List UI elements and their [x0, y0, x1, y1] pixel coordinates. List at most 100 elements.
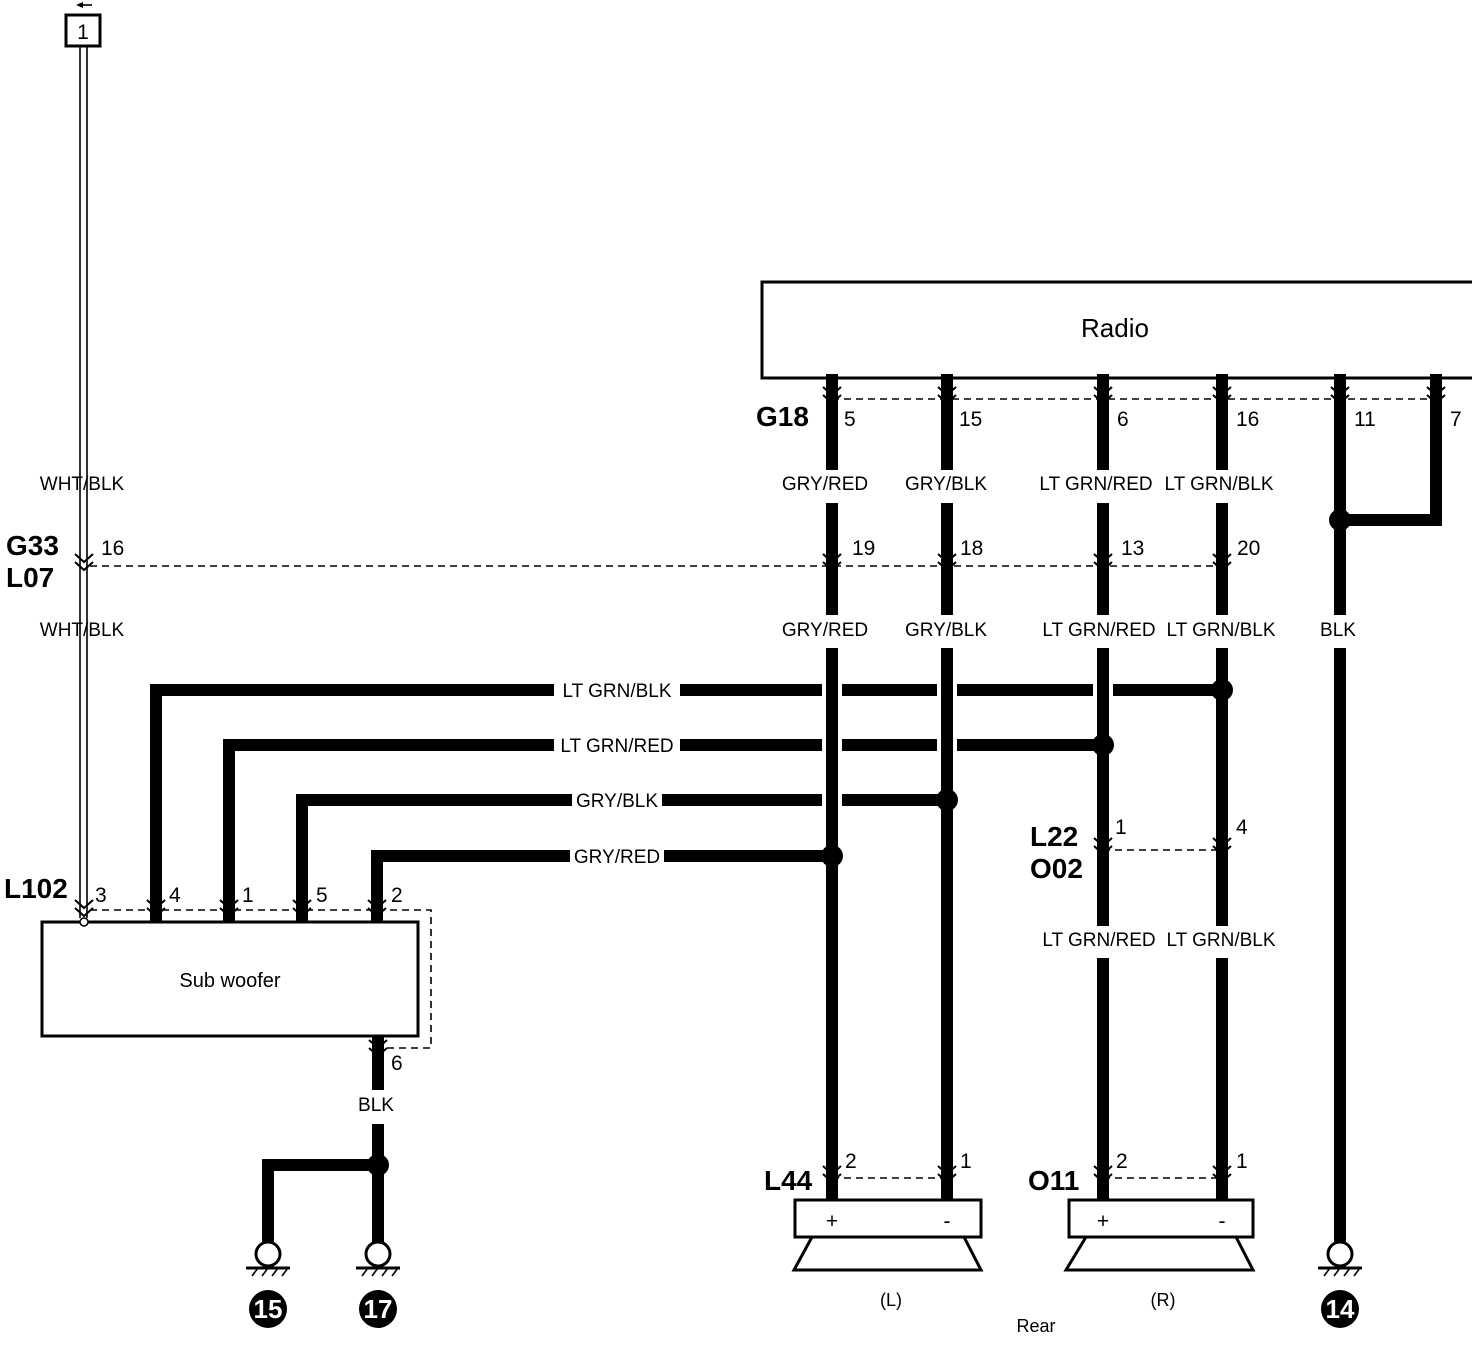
- pin-g33-18: 18: [960, 537, 983, 560]
- terminal-chevron: [146, 899, 166, 910]
- connector-o02: O02: [1030, 853, 1083, 884]
- ground-14-label: 14: [1326, 1294, 1355, 1324]
- pin-l22-1: 1: [1115, 816, 1127, 839]
- terminal-chevron: [937, 553, 957, 564]
- wire-label-wht-blk-top: WHT/BLK: [40, 474, 125, 495]
- terminal-chevron: [1212, 1173, 1232, 1184]
- sub-woofer-label: Sub woofer: [179, 970, 281, 992]
- terminal-chevron: [822, 561, 842, 572]
- wire-label-lt-grn-blk-1: LT GRN/BLK: [1164, 474, 1273, 495]
- wire-lt-grn-red-horizontal: [223, 734, 1114, 922]
- terminal-chevron: [74, 553, 94, 564]
- pin-g18-7: 7: [1450, 408, 1462, 431]
- terminal-chevron: [368, 1047, 388, 1058]
- pin-l102-1: 1: [242, 884, 254, 907]
- connector-terminals: [74, 386, 1446, 1184]
- pin-l44-1: 1: [960, 1150, 972, 1173]
- wire-lt-grn-blk-horizontal: [150, 679, 1233, 922]
- terminal-chevron: [219, 907, 239, 918]
- wire-label-gry-red-h: GRY/RED: [574, 847, 660, 868]
- wire-label-blk-radio: BLK: [1320, 620, 1356, 641]
- wire-gry-blk-horizontal: [296, 789, 958, 922]
- pin-g33-20: 20: [1237, 537, 1260, 560]
- terminal-chevron: [1330, 394, 1350, 405]
- right-speaker-minus: -: [1219, 1210, 1226, 1233]
- terminal-chevron: [1093, 561, 1113, 572]
- terminal-chevron: [1212, 386, 1232, 397]
- wire-label-gry-blk-1: GRY/BLK: [905, 474, 987, 495]
- terminal-chevron: [1212, 1165, 1232, 1176]
- terminal-chevron: [292, 907, 312, 918]
- pin-g33-16: 16: [101, 537, 124, 560]
- wire-label-lt-grn-blk-h: LT GRN/BLK: [562, 681, 671, 702]
- terminal-chevron: [1212, 553, 1232, 564]
- terminal-chevron: [1212, 561, 1232, 572]
- terminal-chevron: [1426, 394, 1446, 405]
- right-speaker-plus: +: [1097, 1210, 1109, 1233]
- terminal-chevron: [1093, 553, 1113, 564]
- terminal-chevron: [822, 386, 842, 397]
- pin-o11-1: 1: [1236, 1150, 1248, 1173]
- pin-g18-15: 15: [959, 408, 982, 431]
- left-speaker-plus: +: [826, 1210, 838, 1233]
- pin-l102-5: 5: [316, 884, 328, 907]
- l102-connector-line: [90, 909, 432, 1049]
- terminal-chevron: [822, 553, 842, 564]
- pin-l102-2: 2: [391, 884, 403, 907]
- terminal-chevron: [368, 1039, 388, 1050]
- connector-g33: G33: [6, 530, 59, 561]
- terminal-chevron: [822, 1173, 842, 1184]
- pin-g18-16: 16: [1236, 408, 1259, 431]
- pin-l102-6: 6: [391, 1052, 403, 1075]
- terminal-chevron: [74, 561, 94, 572]
- terminal-chevron: [1212, 845, 1232, 856]
- terminal-chevron: [937, 1165, 957, 1176]
- connector-l102: L102: [4, 873, 68, 904]
- terminal-chevron: [937, 561, 957, 572]
- terminal-chevron: [219, 899, 239, 910]
- terminal-chevron: [937, 386, 957, 397]
- wire-label-lt-grn-red-h: LT GRN/RED: [560, 736, 673, 757]
- wire-label-wht-blk-bottom: WHT/BLK: [40, 620, 125, 641]
- pin-g18-11: 11: [1354, 408, 1376, 431]
- terminal-chevron: [1093, 1165, 1113, 1176]
- wire-label-lt-grn-blk-3: LT GRN/BLK: [1166, 930, 1275, 951]
- wire-label-lt-grn-blk-2: LT GRN/BLK: [1166, 620, 1275, 641]
- pin-o11-2: 2: [1116, 1150, 1128, 1173]
- ground-14: 14: [1318, 1240, 1362, 1328]
- wire-label-gry-blk-h: GRY/BLK: [576, 791, 658, 812]
- connector-ref-label: 1: [77, 21, 89, 44]
- wire-label-blk-sub: BLK: [358, 1095, 394, 1116]
- rear-label: Rear: [1016, 1316, 1055, 1336]
- radio-box: Radio: [760, 280, 1472, 380]
- terminal-chevron: [822, 394, 842, 405]
- pin-l102-3: 3: [95, 884, 107, 907]
- terminal-chevron: [1093, 394, 1113, 405]
- terminal-chevron: [1212, 394, 1232, 405]
- terminal-chevron: [1093, 386, 1113, 397]
- ground-17-label: 17: [364, 1294, 393, 1324]
- terminal-chevron: [1093, 845, 1113, 856]
- left-rear-speaker: + -: [791, 1198, 984, 1272]
- right-rear-speaker: + -: [1063, 1198, 1256, 1272]
- ground-15: 15: [246, 1240, 290, 1328]
- terminal-chevron: [1330, 386, 1350, 397]
- connector-l22: L22: [1030, 821, 1078, 852]
- connector-ref-1: 1: [64, 2, 102, 48]
- terminal-chevron: [822, 1165, 842, 1176]
- wire-label-lt-grn-red-3: LT GRN/RED: [1042, 930, 1155, 951]
- wire-label-lt-grn-red-2: LT GRN/RED: [1042, 620, 1155, 641]
- connector-g18: G18: [756, 401, 809, 432]
- wire-label-lt-grn-red-1: LT GRN/RED: [1039, 474, 1152, 495]
- pin-l22-4: 4: [1236, 816, 1248, 839]
- terminal-chevron: [367, 907, 387, 918]
- terminal-chevron: [1426, 386, 1446, 397]
- connector-o11: O11: [1028, 1165, 1079, 1196]
- ground-15-label: 15: [254, 1294, 283, 1324]
- terminal-chevron: [146, 907, 166, 918]
- terminal-chevron: [937, 394, 957, 405]
- terminal-chevron: [74, 907, 94, 918]
- pin-l44-2: 2: [845, 1150, 857, 1173]
- pin-g33-19: 19: [852, 537, 875, 560]
